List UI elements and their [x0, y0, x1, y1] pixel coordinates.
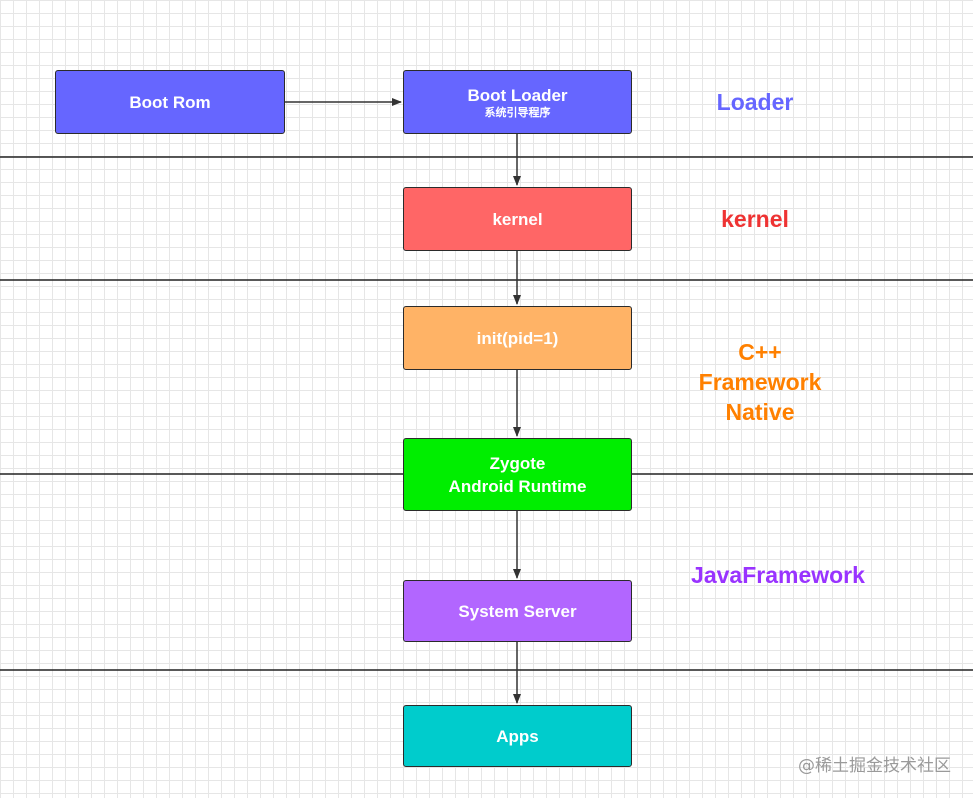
- watermark: @稀土掘金技术社区: [798, 756, 951, 776]
- zygote-box: Zygote Android Runtime: [403, 438, 632, 511]
- layer-native-line1: C++: [738, 339, 782, 365]
- boot-loader-box: Boot Loader 系统引导程序: [403, 70, 632, 134]
- boot-loader-label: Boot Loader: [467, 86, 568, 105]
- layer-java-text: JavaFramework: [691, 562, 865, 588]
- boot-rom-box: Boot Rom: [55, 70, 285, 134]
- apps-box: Apps: [403, 705, 632, 767]
- layer-label-loader: Loader: [680, 87, 830, 117]
- kernel-label: kernel: [492, 209, 543, 229]
- kernel-box: kernel: [403, 187, 632, 251]
- boot-rom-label: Boot Rom: [129, 92, 211, 112]
- layer-label-kernel: kernel: [680, 204, 830, 234]
- system-server-box: System Server: [403, 580, 632, 642]
- layer-native-line3: Native: [725, 399, 795, 425]
- zygote-label: Zygote: [489, 453, 546, 473]
- system-server-label: System Server: [458, 601, 577, 621]
- init-label: init(pid=1): [476, 328, 559, 348]
- apps-label: Apps: [496, 726, 539, 746]
- layer-loader-text: Loader: [716, 89, 794, 115]
- layer-label-native: C++ Framework Native: [665, 337, 855, 427]
- boot-loader-sublabel: 系统引导程序: [484, 107, 551, 119]
- android-runtime-label: Android Runtime: [448, 476, 587, 496]
- init-box: init(pid=1): [403, 306, 632, 370]
- layer-label-java-framework: JavaFramework: [668, 560, 888, 590]
- layer-native-line2: Framework: [698, 369, 822, 395]
- layer-kernel-text: kernel: [721, 206, 789, 232]
